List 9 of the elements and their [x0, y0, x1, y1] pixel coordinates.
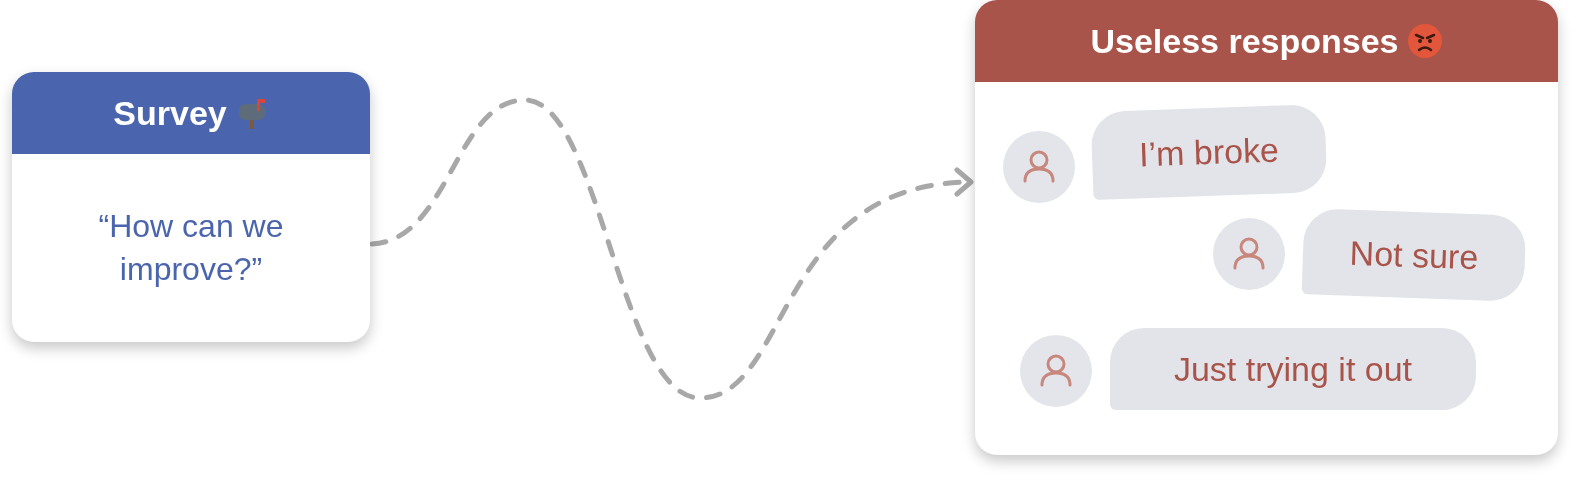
chat-bubble: I’m broke	[1090, 103, 1328, 201]
chat-bubble: Just trying it out	[1110, 328, 1476, 410]
chat-bubble: Not sure	[1301, 208, 1527, 302]
card	[975, 0, 1558, 455]
card	[12, 72, 370, 342]
wavy-arrow	[369, 97, 975, 401]
card-title: Useless responses	[1090, 20, 1399, 62]
card-title: Survey	[113, 92, 227, 134]
question-text: “How can we improve?”	[97, 206, 285, 289]
